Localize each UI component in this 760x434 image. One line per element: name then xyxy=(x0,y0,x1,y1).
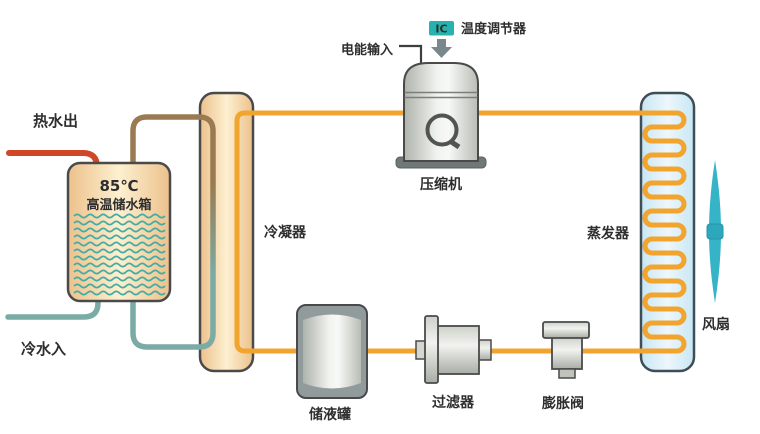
filter-body xyxy=(435,325,480,375)
compressor-label: 压缩机 xyxy=(420,176,462,193)
water-circulation-pipe xyxy=(130,114,216,350)
refrigerant-loop-pipe xyxy=(234,110,687,354)
compressor-body xyxy=(403,62,479,162)
liquid-receiver xyxy=(296,304,368,399)
storage-tank-body xyxy=(66,161,172,303)
compressor-motor-icon xyxy=(425,113,459,147)
compressor xyxy=(395,44,487,169)
storage-tank: 85℃ 高温储水箱 xyxy=(66,161,172,303)
cold-water-in-pipe xyxy=(5,293,101,320)
fan-hub xyxy=(706,223,724,240)
receiver-front-face xyxy=(303,314,361,389)
ic-chip-badge xyxy=(429,21,454,36)
filter-right-nipple xyxy=(477,339,492,361)
valve-body xyxy=(551,336,583,370)
cold-water-in-label: 冷水入 xyxy=(21,340,66,358)
filter xyxy=(415,315,492,384)
tank-name-label: 高温储水箱 xyxy=(86,197,151,213)
power-input-wire xyxy=(399,44,423,63)
valve-cap xyxy=(542,321,590,339)
power-input-label: 电能输入 xyxy=(341,42,393,58)
expansion-valve xyxy=(542,321,590,379)
liquid-receiver-label: 储液罐 xyxy=(308,406,351,423)
temperature-controller: IC xyxy=(429,21,454,58)
expansion-valve-label: 膨胀阀 xyxy=(542,395,584,412)
condenser-label: 冷凝器 xyxy=(264,224,307,241)
down-arrow-icon xyxy=(431,39,452,58)
fan xyxy=(706,160,724,303)
filter-label: 过滤器 xyxy=(432,394,475,411)
tank-temperature-label: 85℃ xyxy=(99,177,138,195)
condenser-vessel xyxy=(198,91,255,373)
evaporator-vessel xyxy=(639,91,696,373)
hot-water-out-label: 热水出 xyxy=(33,112,78,130)
valve-nub xyxy=(558,368,576,379)
filter-flange xyxy=(424,315,439,384)
compressor-motor-icon-tail xyxy=(448,138,461,150)
fan-label: 风扇 xyxy=(702,316,730,333)
evaporator-label: 蒸发器 xyxy=(587,225,630,242)
ic-chip-label: IC xyxy=(435,23,447,36)
temperature-controller-label: 温度调节器 xyxy=(461,21,527,37)
